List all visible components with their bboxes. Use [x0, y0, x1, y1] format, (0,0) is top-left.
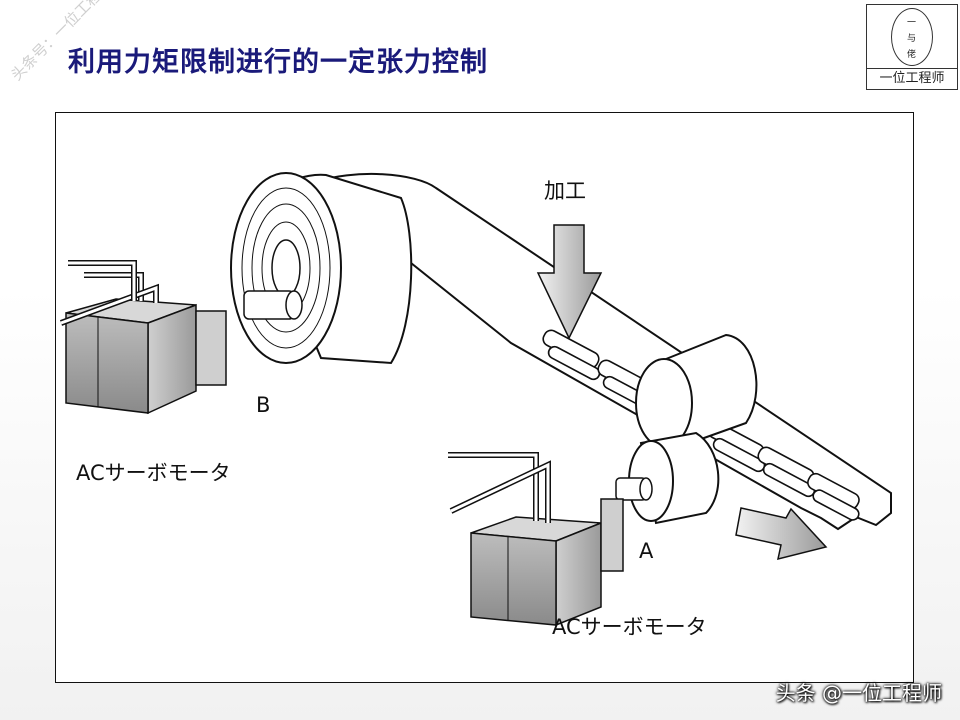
logo-caption: 一位工程师 — [867, 68, 957, 89]
tension-control-diagram — [59, 172, 892, 627]
footer-credit: 头条 @一位工程师 — [775, 681, 942, 705]
diagram-frame: 加工 B ACサーボモータ A ACサーボモータ — [55, 112, 914, 683]
brand-logo: 一 与 佬 一位工程师 — [866, 4, 958, 90]
logo-glyph-mid: 与 — [907, 34, 917, 44]
logo-glyph-bot: 佬 — [907, 50, 917, 60]
motor-b-name: ACサーボモータ — [76, 461, 231, 485]
upper-pinch-roller — [635, 333, 758, 450]
logo-seal: 一 与 佬 — [891, 8, 933, 66]
output-arrow — [735, 507, 828, 561]
motor-b — [59, 260, 227, 415]
logo-glyph-top: 一 — [907, 18, 917, 28]
shaft-a — [615, 477, 653, 501]
shaft-b — [243, 290, 303, 320]
winding-roll — [230, 172, 413, 365]
process-arrow — [536, 224, 603, 340]
process-label: 加工 — [544, 179, 586, 203]
motor-a-name: ACサーボモータ — [552, 615, 707, 639]
lower-drive-roller — [628, 431, 720, 525]
motor-a — [448, 452, 624, 627]
motor-a-tag: A — [639, 539, 654, 563]
motor-b-tag: B — [256, 393, 271, 417]
page-title: 利用力矩限制进行的一定张力控制 — [68, 47, 488, 78]
